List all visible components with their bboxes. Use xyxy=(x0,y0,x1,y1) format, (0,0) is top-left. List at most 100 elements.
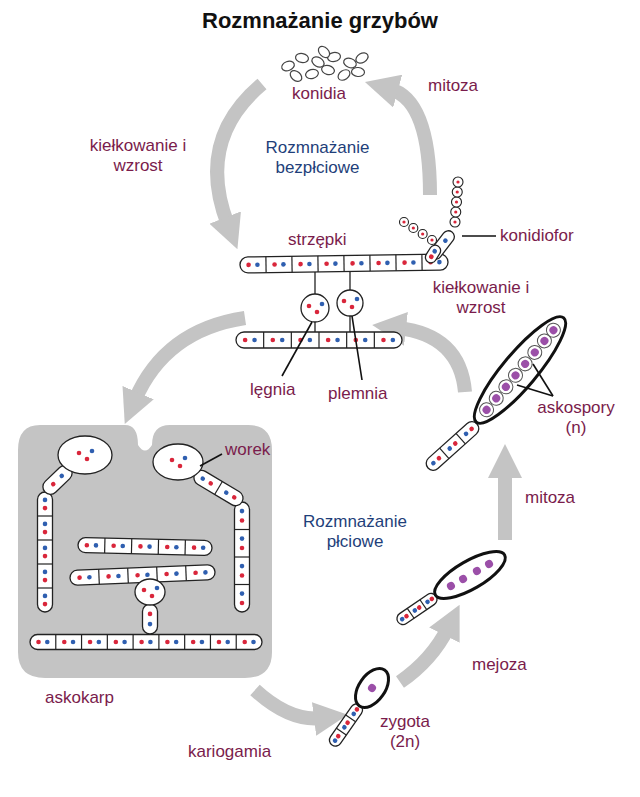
nucleus xyxy=(430,238,433,241)
hypha xyxy=(427,228,457,261)
nucleus xyxy=(200,475,206,481)
nucleus xyxy=(491,393,502,404)
nucleus xyxy=(280,338,285,343)
septum xyxy=(81,635,82,650)
nucleus xyxy=(366,682,377,693)
hypha xyxy=(78,538,212,556)
stage-label: konidia xyxy=(292,84,346,104)
nucleus xyxy=(500,381,511,392)
nucleus xyxy=(251,640,256,645)
cycle-arrow xyxy=(498,470,512,540)
septum xyxy=(235,556,250,557)
nucleus xyxy=(71,640,76,645)
septum xyxy=(131,539,133,554)
septum xyxy=(38,515,53,516)
nucleus xyxy=(240,564,245,569)
nucleus xyxy=(342,299,347,304)
nucleus xyxy=(445,581,456,592)
ascospore xyxy=(544,320,564,340)
nucleus xyxy=(191,640,196,645)
nucleus xyxy=(147,544,152,549)
conidium-bead xyxy=(451,207,461,217)
nucleus xyxy=(381,338,386,343)
nucleus xyxy=(43,530,48,535)
sac xyxy=(135,579,165,605)
septum xyxy=(104,538,106,553)
nucleus xyxy=(142,588,147,593)
septum xyxy=(235,584,250,585)
nucleus xyxy=(200,640,205,645)
nucleus xyxy=(307,262,312,267)
stage-label: konidiofor xyxy=(500,226,574,246)
septum xyxy=(317,256,318,272)
nucleus xyxy=(307,304,312,309)
stage-label: mejoza xyxy=(472,655,527,675)
stage-label: zygota (2n) xyxy=(370,712,440,752)
hypha xyxy=(235,502,250,612)
nucleus xyxy=(359,261,364,266)
nucleus xyxy=(114,640,119,645)
hypha xyxy=(191,468,246,509)
conidium-bead xyxy=(453,177,463,187)
hypha-wall xyxy=(191,468,246,509)
nucleus xyxy=(240,591,245,596)
nucleus xyxy=(424,599,430,605)
nucleus xyxy=(432,248,438,254)
conidium xyxy=(295,52,309,63)
hypha-wall xyxy=(423,419,481,473)
nucleus xyxy=(208,480,214,486)
septum xyxy=(38,539,53,540)
nucleus xyxy=(88,640,93,645)
ascocarp-body xyxy=(18,425,272,678)
stage-label: lęgnia xyxy=(250,380,295,400)
nucleus xyxy=(111,543,116,548)
nucleus xyxy=(174,640,179,645)
ascus-wall xyxy=(349,663,396,714)
nucleus xyxy=(529,347,540,358)
hypha-wall xyxy=(240,254,448,273)
nucleus xyxy=(355,297,360,302)
sac xyxy=(153,444,203,480)
conidium xyxy=(316,44,332,60)
nucleus xyxy=(85,457,90,462)
nucleus xyxy=(428,254,434,260)
leader-line xyxy=(352,316,362,380)
nucleus xyxy=(344,720,350,726)
conidium xyxy=(354,51,370,65)
nucleus xyxy=(456,190,459,193)
ascus-wall xyxy=(428,543,511,607)
cycle-arrows xyxy=(135,84,505,718)
septum xyxy=(215,482,223,495)
nucleus xyxy=(255,262,260,267)
hypha xyxy=(143,604,158,634)
stage-label: kariogamia xyxy=(188,742,271,762)
nucleus xyxy=(456,180,459,183)
septum xyxy=(291,332,292,348)
septum xyxy=(185,566,187,581)
sac xyxy=(301,294,329,322)
nucleus xyxy=(45,640,50,645)
nucleus xyxy=(454,210,457,213)
hyphae xyxy=(30,177,577,748)
septum xyxy=(38,587,53,588)
nucleus xyxy=(77,451,82,456)
leader-line xyxy=(462,235,496,237)
cycle-arrow xyxy=(390,89,430,195)
septum xyxy=(318,332,319,348)
nucleus xyxy=(116,574,121,579)
nucleus xyxy=(43,578,48,583)
nucleus xyxy=(165,545,170,550)
nucleus xyxy=(178,464,183,469)
conidium-bead xyxy=(450,217,460,227)
nucleus xyxy=(548,325,559,336)
ascus xyxy=(349,663,396,714)
conidium-bead xyxy=(452,197,462,207)
nucleus xyxy=(240,573,245,578)
conidium-bead xyxy=(428,236,437,245)
nucleus xyxy=(326,338,331,343)
nucleus xyxy=(391,338,396,343)
nucleus xyxy=(43,506,48,511)
nucleus xyxy=(145,572,150,577)
nucleus xyxy=(252,338,257,343)
nucleus xyxy=(446,445,452,451)
